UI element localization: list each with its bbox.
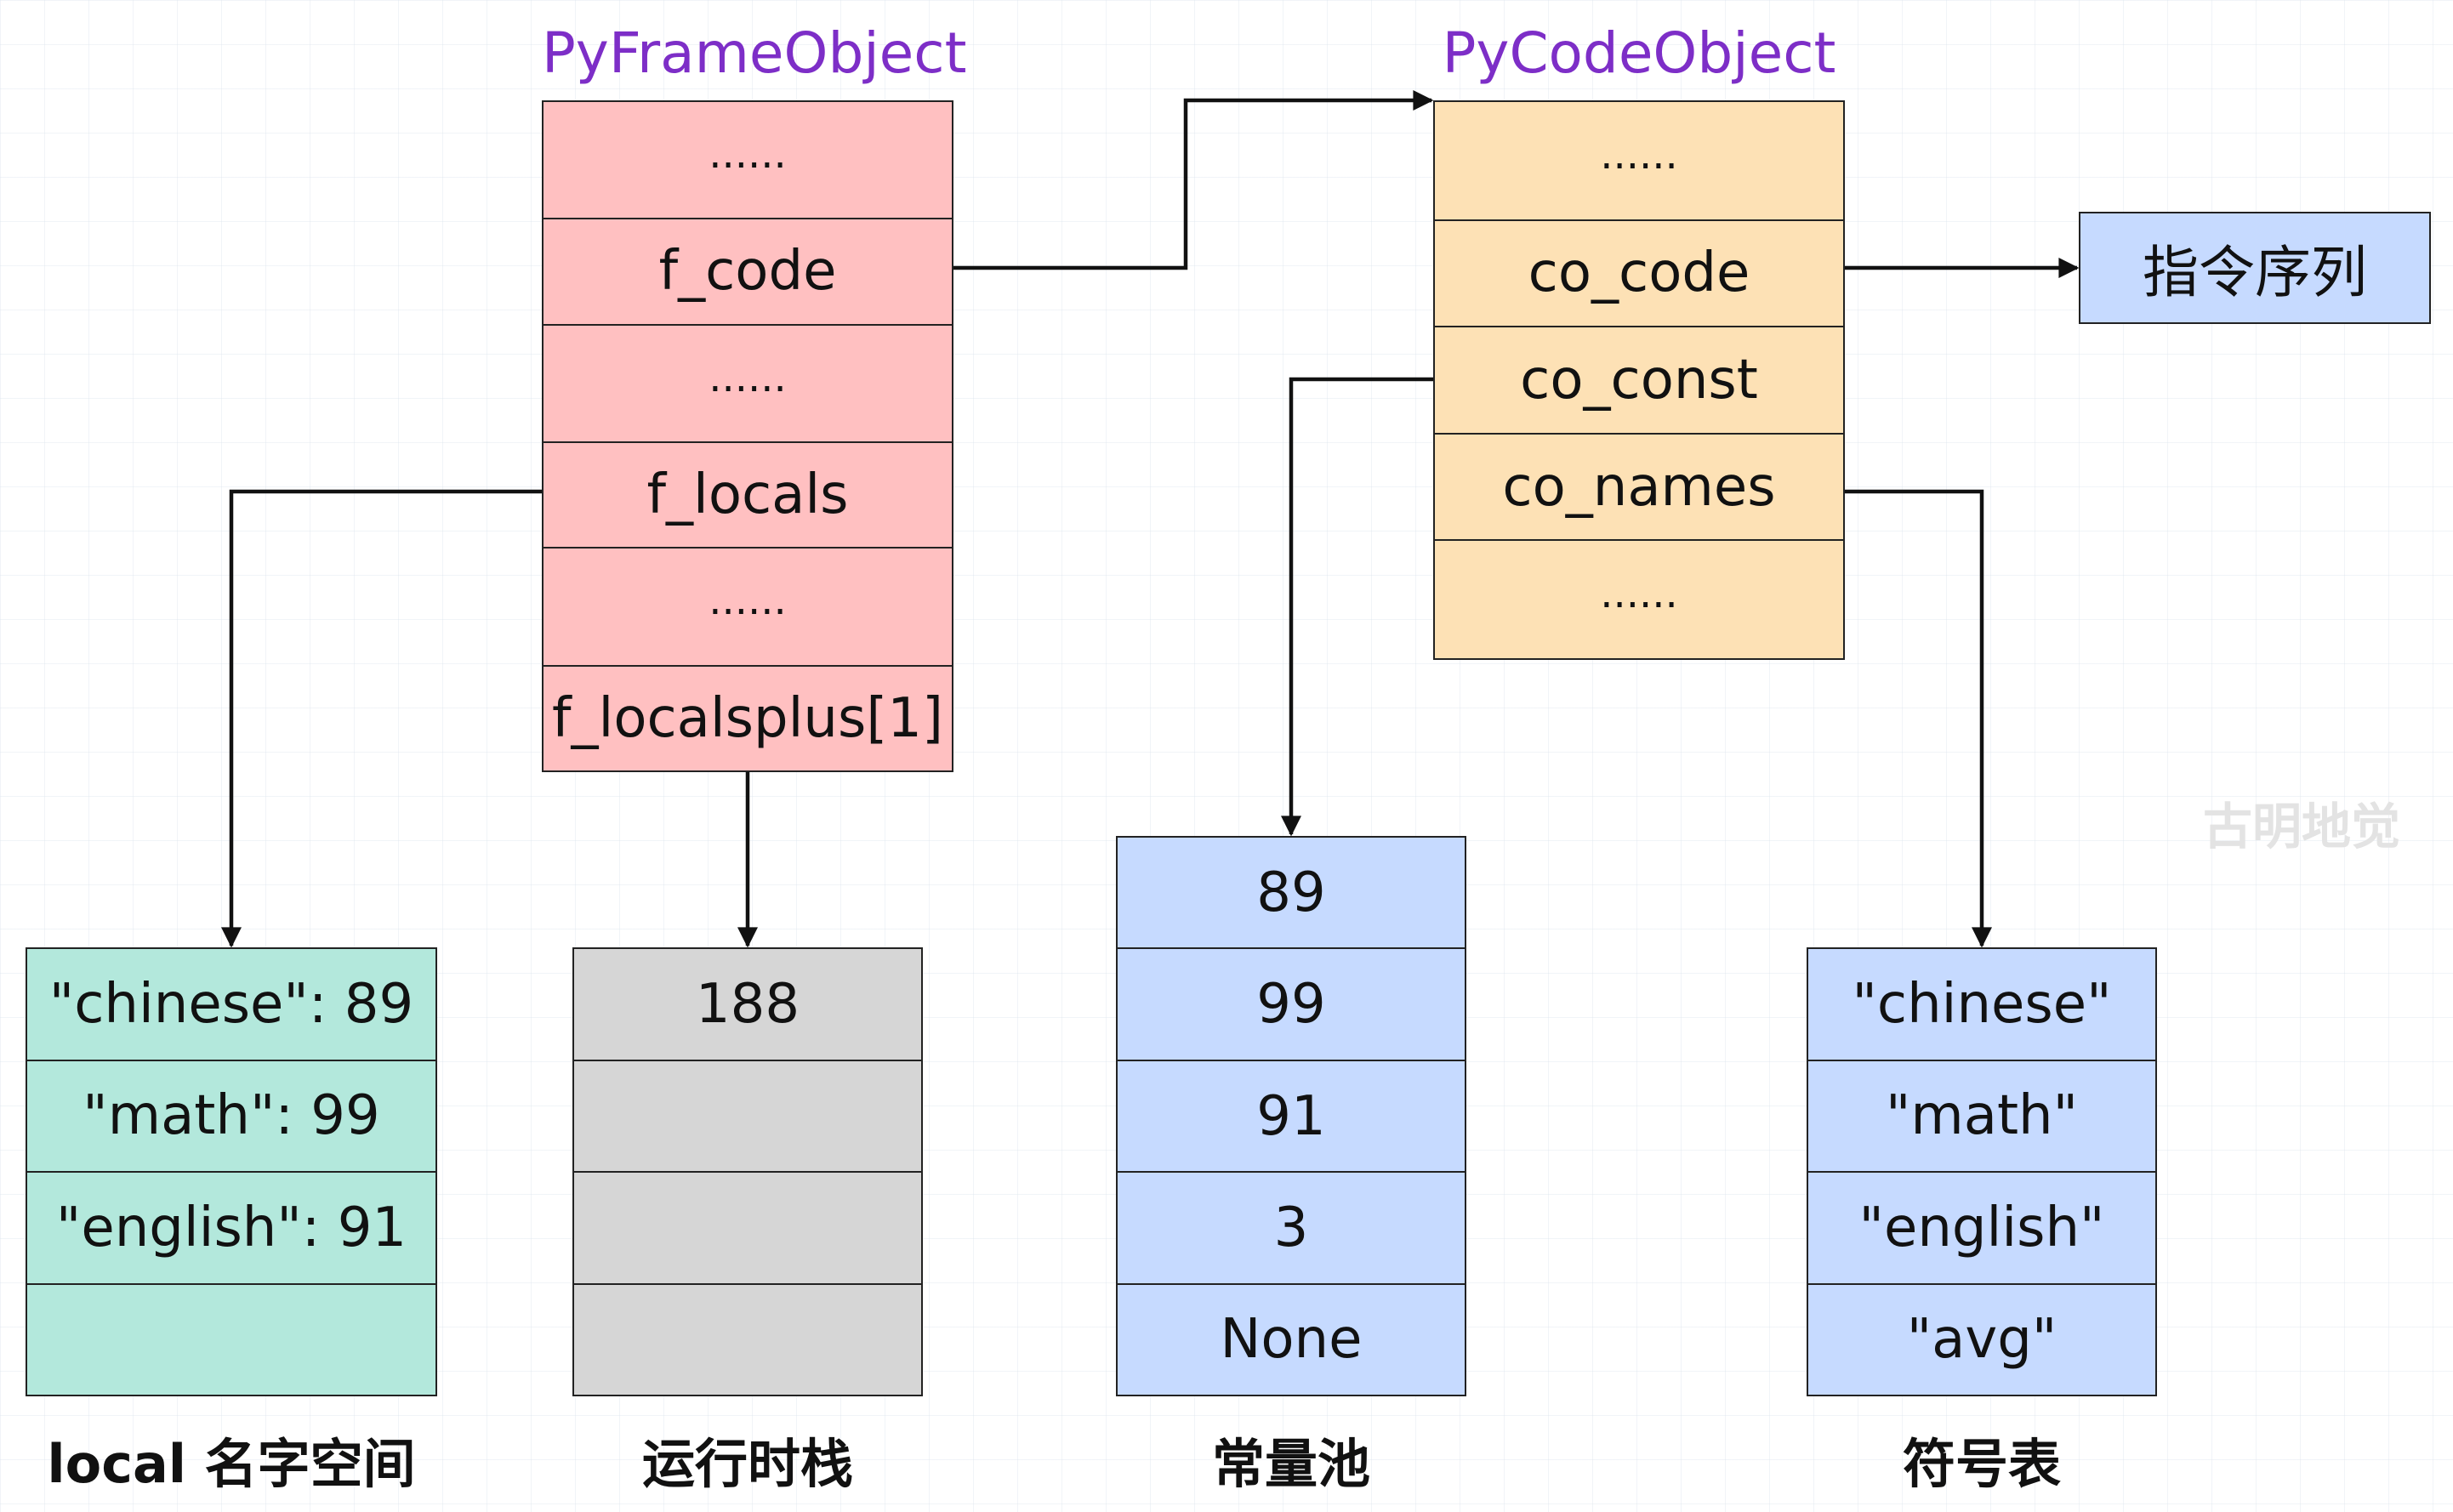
frame-field-f-code: f_code <box>544 219 952 326</box>
constant-pool-entry: 89 <box>1118 838 1465 950</box>
constant-pool-entry: 3 <box>1118 1173 1465 1285</box>
symbol-table-caption: 符号表 <box>1902 1433 2061 1495</box>
code-field-co-names: co_names <box>1435 435 1843 542</box>
arrow-co-const-to-constant-pool <box>1281 377 1433 837</box>
runtime-stack-slot <box>574 1061 921 1173</box>
code-field-ellipsis: ...... <box>1435 102 1843 221</box>
instruction-sequence-box: 指令序列 <box>2079 212 2431 324</box>
arrow-f-code-to-pycodeobject <box>953 90 1434 270</box>
frame-field-f-localsplus: f_localsplus[1] <box>552 686 943 750</box>
pycodeobject-title: PyCodeObject <box>1442 20 1836 86</box>
local-namespace-entry: "english": 91 <box>27 1173 435 1285</box>
frame-field-ellipsis: ...... <box>544 549 952 667</box>
local-namespace-caption: local 名字空间 <box>47 1433 416 1495</box>
frame-field-ellipsis: ...... <box>544 326 952 443</box>
code-field-ellipsis: ...... <box>1600 570 1678 618</box>
arrow-f-locals-to-local-namespace <box>221 489 542 948</box>
symbol-table-entry: "math" <box>1808 1061 2155 1173</box>
constant-pool-caption: 常量池 <box>1211 1433 1370 1495</box>
code-field-co-const: co_const <box>1435 327 1843 435</box>
runtime-stack-slot: 188 <box>574 949 921 1061</box>
constant-pool-box: 89 99 91 3 None <box>1116 836 1466 1396</box>
constant-pool-entry: None <box>1220 1308 1363 1372</box>
pyframeobject-title: PyFrameObject <box>542 20 967 86</box>
symbol-table-entry: "avg" <box>1906 1308 2057 1372</box>
symbol-table-entry: "chinese" <box>1808 949 2155 1061</box>
symbol-table-entry: "english" <box>1808 1173 2155 1285</box>
frame-field-ellipsis: ...... <box>544 102 952 220</box>
arrow-co-names-to-symbol-table <box>1845 489 1992 948</box>
author-watermark: 古明地觉 <box>2203 798 2401 855</box>
local-namespace-box: "chinese": 89 "math": 99 "english": 91 <box>26 947 437 1396</box>
pycodeobject-box: ...... co_code co_const co_names ...... <box>1433 100 1845 660</box>
constant-pool-entry: 91 <box>1118 1061 1465 1174</box>
runtime-stack-slot <box>574 1173 921 1285</box>
frame-field-f-locals: f_locals <box>544 443 952 549</box>
code-field-co-code: co_code <box>1435 221 1843 328</box>
runtime-stack-caption: 运行时栈 <box>641 1433 853 1495</box>
pyframeobject-box: ...... f_code ...... f_locals ...... f_l… <box>542 100 953 772</box>
local-namespace-entry: "chinese": 89 <box>27 949 435 1061</box>
symbol-table-box: "chinese" "math" "english" "avg" <box>1807 947 2157 1396</box>
instruction-sequence-label: 指令序列 <box>2143 240 2367 305</box>
local-namespace-entry: "math": 99 <box>27 1061 435 1173</box>
runtime-stack-box: 188 <box>572 947 923 1396</box>
constant-pool-entry: 99 <box>1118 949 1465 1061</box>
